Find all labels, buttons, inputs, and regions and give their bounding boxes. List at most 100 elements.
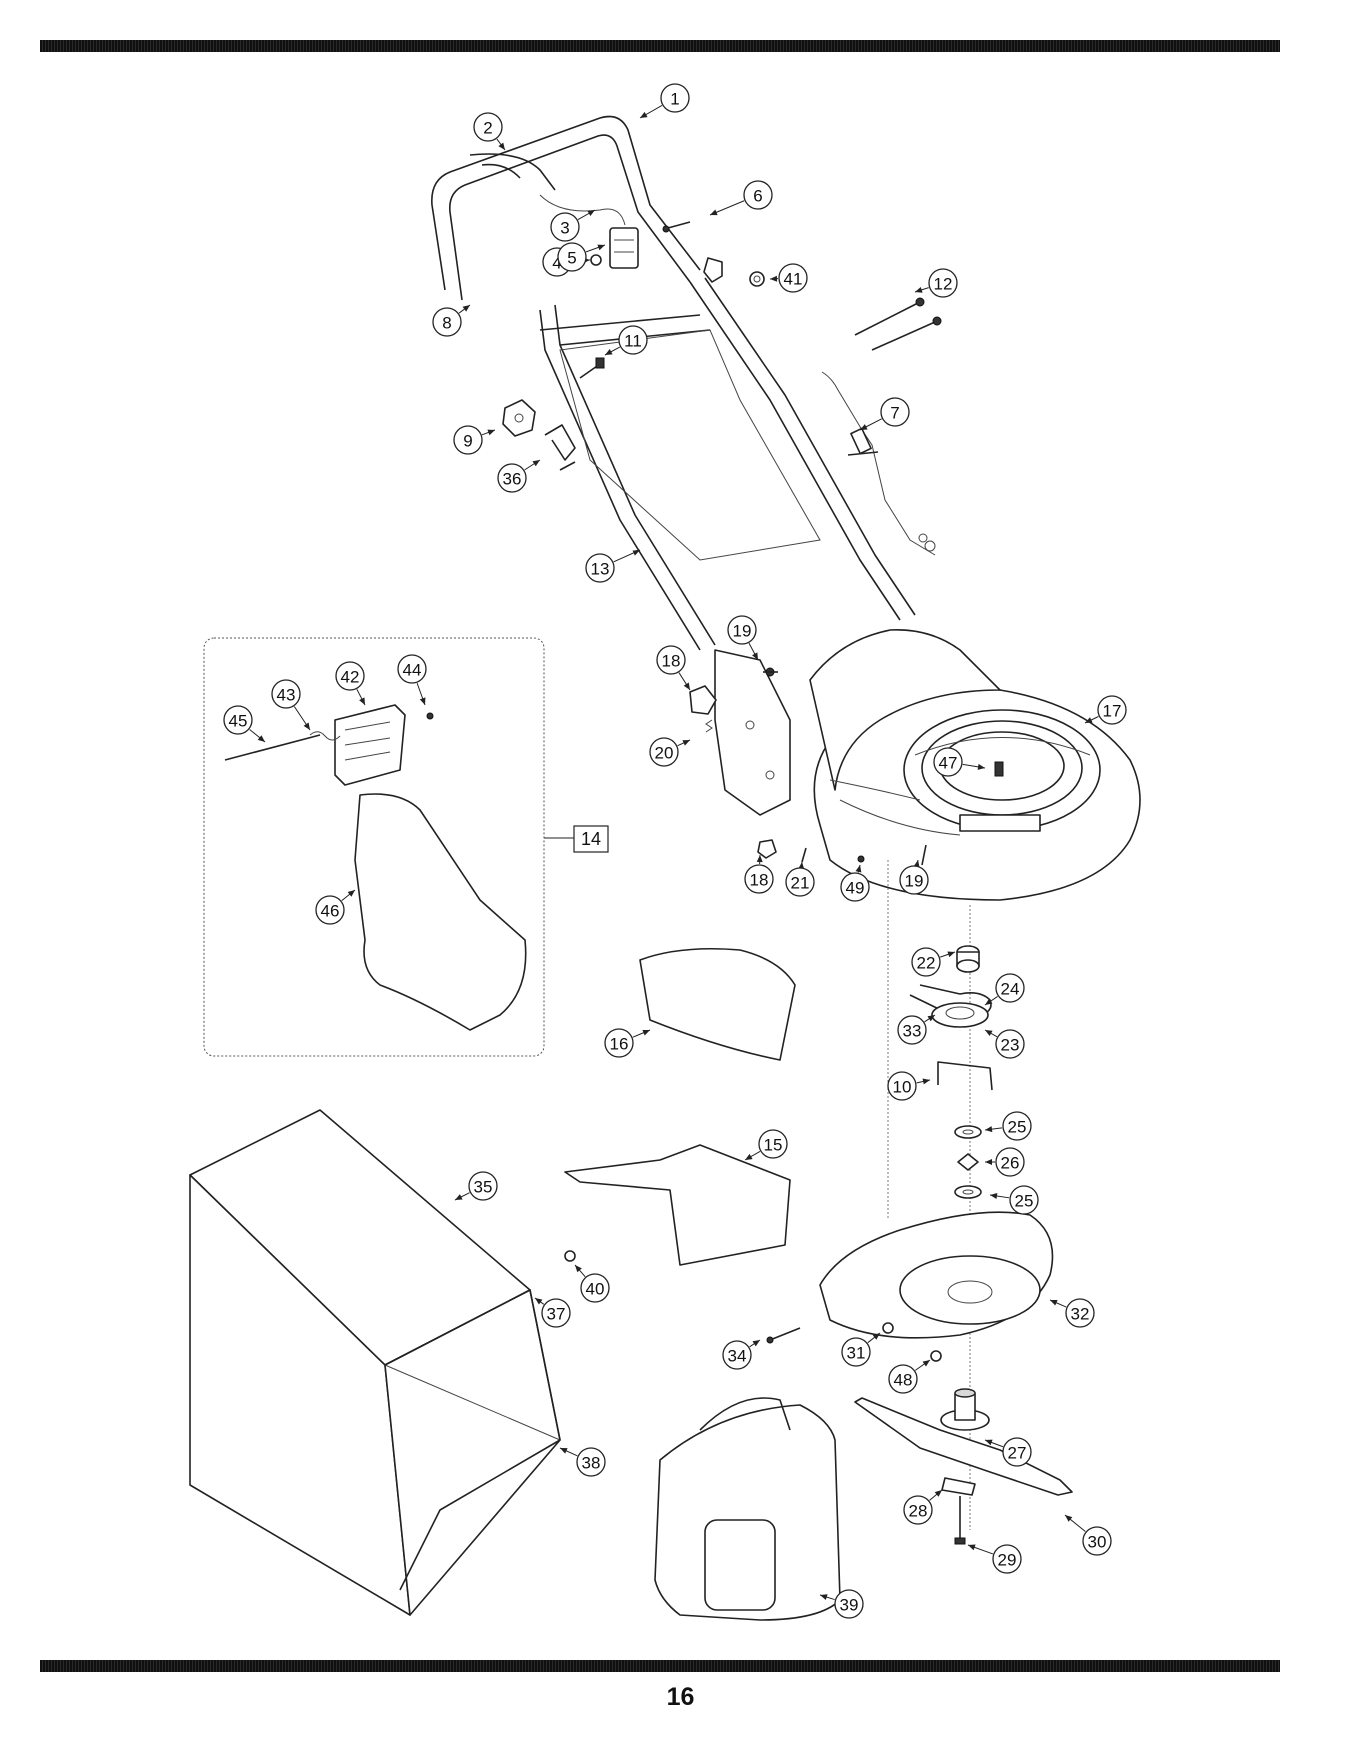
callout-c25a: 25 [985, 1112, 1031, 1140]
bag-and-chutes [190, 949, 840, 1620]
callout-arrowhead [532, 460, 540, 466]
callout-c1: 1 [640, 84, 689, 118]
page-number: 16 [0, 1683, 1361, 1712]
bottom-rule [40, 1660, 1280, 1672]
callout-c48: 48 [889, 1360, 930, 1393]
callout-c36: 36 [498, 460, 540, 492]
callout-c3: 3 [551, 210, 595, 241]
callout-number: 39 [840, 1596, 859, 1615]
callout-number: 20 [655, 744, 674, 763]
callout-number: 38 [582, 1454, 601, 1473]
callout-c12: 12 [915, 269, 957, 297]
callout-arrowhead [304, 723, 310, 730]
callout-arrowhead [498, 143, 505, 150]
callout-number: 33 [903, 1022, 922, 1041]
callout-number: 3 [560, 219, 569, 238]
callout-arrowhead [990, 1193, 997, 1199]
callout-arrowhead [947, 951, 955, 957]
callout-c7: 7 [860, 398, 909, 430]
callout-arrowhead [597, 245, 605, 251]
callout-arrowhead [915, 287, 923, 293]
callout-c17: 17 [1085, 696, 1126, 724]
callout-14-label: 14 [581, 829, 601, 849]
inset-parts [225, 705, 526, 1030]
callout-arrowhead [587, 210, 595, 216]
callout-number: 11 [624, 332, 642, 351]
callout-number: 29 [998, 1551, 1017, 1570]
callout-number: 37 [547, 1305, 566, 1324]
callout-number: 6 [753, 187, 762, 206]
callout-c41: 41 [770, 264, 807, 292]
callout-c15: 15 [745, 1130, 787, 1160]
callout-number: 24 [1001, 980, 1020, 999]
callout-number: 40 [586, 1280, 605, 1299]
callout-arrowhead [420, 697, 426, 705]
callout-number: 44 [403, 661, 422, 680]
callout-arrowhead [640, 112, 648, 118]
callout-number: 42 [341, 668, 360, 687]
callout-c8: 8 [433, 305, 470, 336]
callout-number: 48 [894, 1371, 913, 1390]
callout-number: 49 [846, 879, 865, 898]
callout-number: 18 [750, 871, 769, 890]
callout-number: 12 [934, 275, 953, 294]
callout-c30: 30 [1065, 1515, 1111, 1555]
callout-c26: 26 [985, 1148, 1024, 1176]
handle-hardware [503, 222, 941, 555]
callout-number: 21 [791, 874, 810, 893]
callout-c6: 6 [710, 181, 772, 215]
callout-c22: 22 [912, 948, 955, 976]
callout-number: 16 [610, 1035, 629, 1054]
callout-c46: 46 [316, 890, 355, 924]
callout-c45: 45 [224, 706, 265, 742]
callout-c33: 33 [898, 1015, 935, 1044]
callout-arrowhead [684, 682, 690, 690]
callout-number: 25 [1015, 1192, 1034, 1211]
callout-c34: 34 [723, 1340, 760, 1369]
callout-c38: 38 [560, 1448, 605, 1476]
callout-number: 36 [503, 470, 522, 489]
callout-c20: 20 [650, 738, 690, 766]
callout-arrowhead [923, 1360, 930, 1366]
callout-arrowhead [463, 305, 470, 312]
callout-number: 7 [890, 404, 899, 423]
callout-number: 43 [277, 686, 296, 705]
callout-arrowhead [745, 1154, 753, 1160]
callout-number: 34 [728, 1347, 747, 1366]
callout-number: 10 [893, 1078, 912, 1097]
callout-number: 23 [1001, 1036, 1020, 1055]
callout-arrowhead [258, 735, 265, 742]
callout-arrowhead [535, 1298, 542, 1305]
callout-number: 35 [474, 1178, 493, 1197]
callout-c18b: 18 [745, 855, 773, 893]
callout-number: 45 [229, 712, 248, 731]
callout-number: 19 [733, 622, 752, 641]
callout-number: 8 [442, 314, 451, 333]
callout-arrowhead [985, 1440, 993, 1446]
callout-number: 28 [909, 1502, 928, 1521]
callout-c23: 23 [985, 1030, 1024, 1058]
callout-number: 19 [905, 872, 924, 891]
callout-number: 32 [1071, 1305, 1090, 1324]
callout-c37: 37 [535, 1298, 570, 1327]
callout-c31: 31 [842, 1333, 880, 1366]
callout-14-box: 14 [574, 826, 608, 852]
callout-number: 15 [764, 1136, 783, 1155]
callout-arrowhead [348, 890, 355, 897]
callout-number: 22 [917, 954, 936, 973]
callout-number: 41 [784, 270, 803, 289]
callout-c29: 29 [968, 1545, 1021, 1573]
callout-number: 13 [591, 560, 610, 579]
callout-c18a: 18 [657, 646, 690, 690]
callout-c9: 9 [454, 426, 495, 454]
callout-c42: 42 [336, 662, 365, 705]
callout-arrowhead [985, 1030, 993, 1036]
callout-arrowhead [757, 855, 763, 862]
callout-arrowhead [985, 1126, 992, 1132]
callout-c35: 35 [455, 1172, 497, 1200]
callout-arrowhead [985, 1159, 992, 1165]
callout-c43: 43 [272, 680, 310, 730]
callout-number: 26 [1001, 1154, 1020, 1173]
callout-number: 2 [483, 119, 492, 138]
